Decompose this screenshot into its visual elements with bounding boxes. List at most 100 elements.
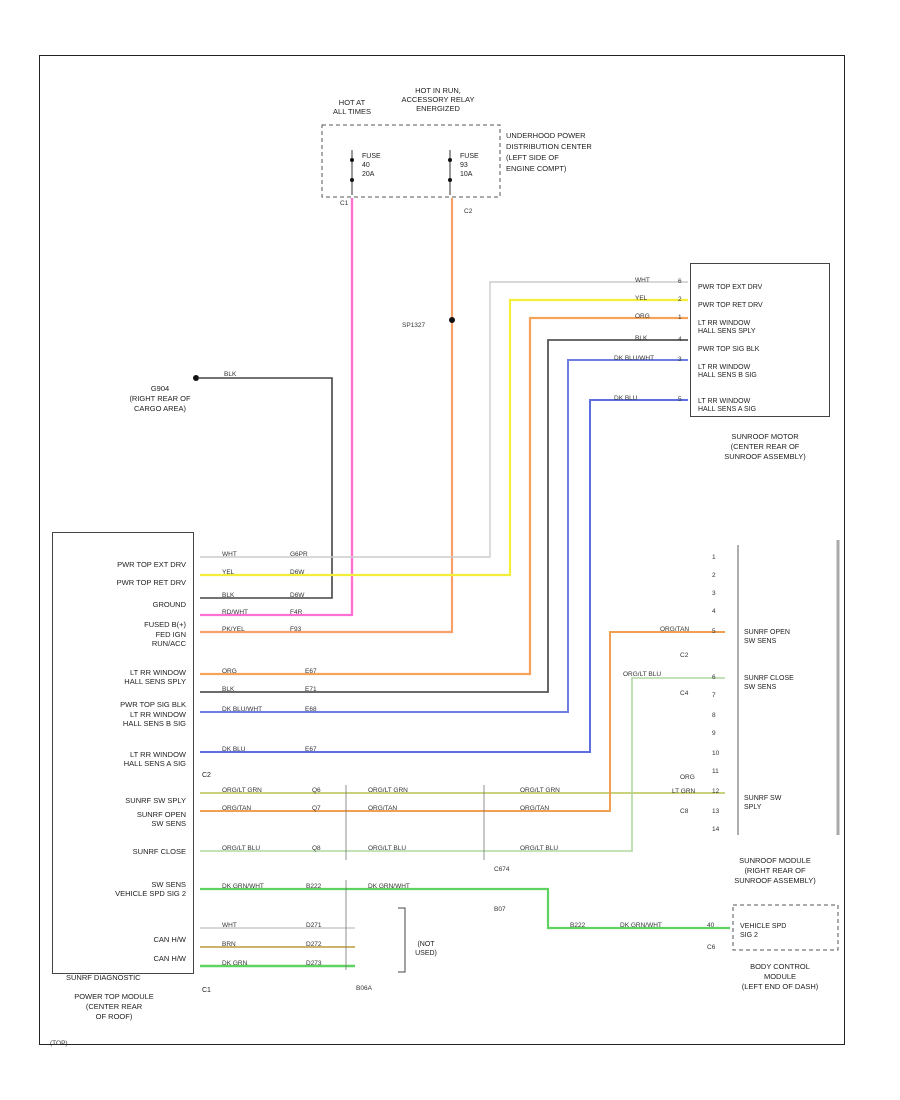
- wire-label: BLK: [222, 686, 235, 693]
- motor-pin-label: PWR TOP RET DRV: [698, 302, 763, 309]
- sw-pin-num: 5: [712, 628, 716, 635]
- sw-ltgrn-label: LT GRN: [672, 788, 696, 795]
- ptm-small-label: (TOP): [50, 1040, 68, 1047]
- circuit-label: D272: [306, 941, 322, 948]
- sw-pin-num: 11: [712, 768, 719, 775]
- circuit-label: D6W: [290, 592, 305, 599]
- sw-pin-num: 1: [712, 554, 716, 561]
- sw-pin-num: 3: [712, 590, 716, 597]
- motor-pin-label: LT RR WINDOW HALL SENS SPLY: [698, 320, 756, 335]
- power-top-module-box: [52, 532, 194, 974]
- wire-label: ORG/LT GRN: [222, 787, 262, 794]
- circuit-label: Q8: [312, 845, 321, 852]
- updc-box: [321, 124, 501, 198]
- wire-label: WHT: [222, 551, 237, 558]
- sw-c2-label: C2: [680, 652, 689, 659]
- wire-pkyel: [200, 198, 454, 634]
- ptm-pin-label: FED IGN RUN/ACC: [151, 630, 186, 648]
- sw-pin-num: 6: [712, 674, 716, 681]
- hot-in-run-label: HOT IN RUN, ACCESSORY RELAY ENERGIZED: [401, 86, 475, 113]
- motor-wire-color: YEL: [635, 295, 648, 302]
- sunroof-motor-title: SUNROOF MOTOR (CENTER REAR OF SUNROOF AS…: [724, 432, 806, 461]
- motor-wire-color: DK BLU: [614, 395, 638, 402]
- wire-sw-close: [200, 677, 725, 852]
- ptm-pin-label: PWR TOP RET DRV: [116, 578, 186, 587]
- sw-open-wire: ORG/TAN: [660, 626, 690, 633]
- motor-pin-num: 3: [678, 356, 682, 363]
- sunroof-module-title: SUNROOF MODULE (RIGHT REAR OF SUNROOF AS…: [734, 856, 816, 885]
- motor-pin-num: 4: [678, 336, 682, 343]
- fuse-right-dot2: [448, 178, 452, 182]
- ground-dot: [193, 375, 199, 381]
- wire-label: ORG/LT BLU: [520, 845, 559, 852]
- ptm-pin-label: FUSED B(+): [144, 620, 186, 629]
- circuit-label: D6W: [290, 569, 305, 576]
- wire-label: DK GRN: [222, 960, 248, 967]
- wire-org: [200, 316, 688, 676]
- ptm-c1-label: C1: [202, 987, 211, 994]
- sw-pin-num: 2: [712, 572, 716, 579]
- wire-label: DK GRN/WHT: [222, 883, 264, 890]
- bcm-c-label: C6: [707, 944, 716, 951]
- wire-label: ORG/TAN: [368, 805, 398, 812]
- circuit-label: E71: [305, 686, 317, 693]
- ptm-pin-label: SUNRF DIAGNOSTIC: [66, 973, 141, 982]
- circuit-label: D273: [306, 960, 322, 967]
- sw-pin-num: 12: [712, 788, 720, 795]
- wire-sw-open: [200, 631, 725, 812]
- wire-dkblu: [200, 399, 688, 753]
- sw-sply-label: SUNRF SW SPLY: [744, 795, 782, 811]
- fuse-left-dot: [350, 158, 354, 162]
- wire-label: BLK: [222, 592, 235, 599]
- wire-label: WHT: [222, 922, 237, 929]
- wire-label: DK BLU: [222, 746, 246, 753]
- sw-org-label: ORG: [680, 774, 695, 781]
- sw-close-label: SUNRF CLOSE SW SENS: [744, 675, 794, 691]
- wire-label: ORG/TAN: [222, 805, 252, 812]
- ptm-pin-label: SUNRF SW SPLY: [125, 796, 186, 805]
- motor-pin-num: 2: [678, 296, 682, 303]
- motor-pin-label: LT RR WINDOW HALL SENS B SIG: [698, 364, 757, 379]
- connector-label: B07: [494, 906, 506, 913]
- ground-name: G904: [150, 384, 170, 393]
- wire-label: DK GRN/WHT: [368, 883, 410, 890]
- motor-wire-color: BLK: [635, 335, 648, 342]
- wire-label: YEL: [222, 569, 235, 576]
- wire-dkbluwht: [200, 359, 688, 713]
- sw-pin-num: 13: [712, 808, 720, 815]
- fuse-left-dot2: [350, 178, 354, 182]
- fuse-right-dot: [448, 158, 452, 162]
- wire-label: ORG/LT GRN: [520, 787, 560, 794]
- circuit-label: E67: [305, 668, 317, 675]
- splice-label: SP1327: [402, 322, 426, 329]
- not-used-label: (NOT USED): [415, 941, 437, 957]
- wire-label: RD/WHT: [222, 609, 248, 616]
- motor-wire-color: ORG: [635, 313, 650, 320]
- ptm-pin-label: PWR TOP EXT DRV: [117, 560, 186, 569]
- circuit-label: Q7: [312, 805, 321, 812]
- wire-label: DK BLU/WHT: [222, 706, 263, 713]
- motor-pin-num: 6: [678, 278, 682, 285]
- motor-pin-num: 5: [678, 396, 682, 403]
- wire-label: DK GRN/WHT: [620, 922, 662, 929]
- hot-at-all-times-label: HOT AT ALL TIMES: [333, 98, 371, 116]
- bcm-box: [732, 904, 839, 951]
- wire-label: ORG/TAN: [520, 805, 550, 812]
- ptm-c2-label: C2: [202, 772, 211, 779]
- circuit-label: B222: [570, 922, 586, 929]
- wire-blk: [200, 339, 688, 693]
- wire-label: ORG/LT BLU: [368, 845, 407, 852]
- wire-veh-spd: [200, 887, 730, 930]
- sw-pin-num: 9: [712, 730, 716, 737]
- fuse-left-label: FUSE 40 20A: [362, 153, 381, 178]
- circuit-label: D271: [306, 922, 322, 929]
- ptm-pin-label: LT RR WINDOW HALL SENS B SIG: [122, 710, 186, 728]
- wire-label: ORG/LT BLU: [222, 845, 261, 852]
- ground-location: (RIGHT REAR OF CARGO AREA): [129, 394, 191, 413]
- wire-yel: [200, 298, 688, 577]
- wire-ground: [198, 377, 333, 599]
- ptm-pin-label: LT RR WINDOW HALL SENS SPLY: [124, 668, 186, 686]
- sw-pin-num: 8: [712, 712, 716, 719]
- sw-c8-label: C8: [680, 808, 689, 815]
